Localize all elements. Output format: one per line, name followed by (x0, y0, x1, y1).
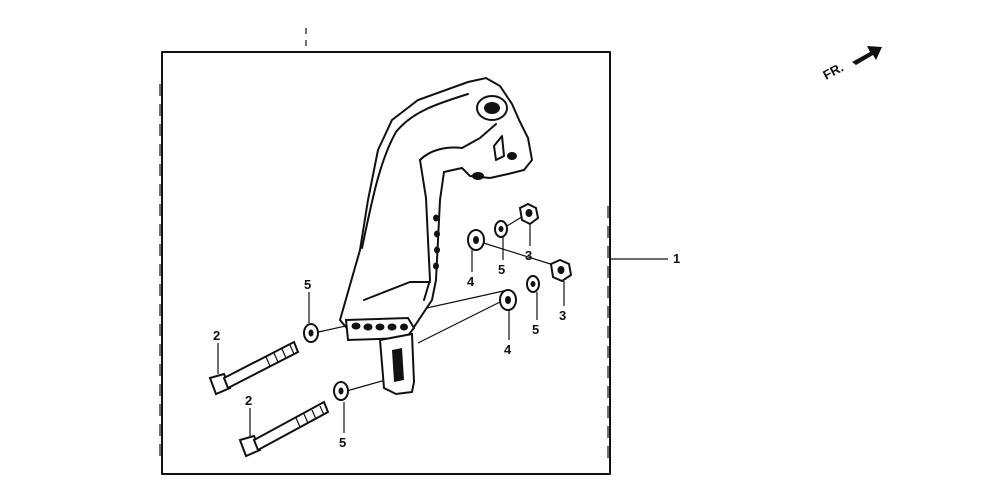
callout-4b: 4 (504, 342, 512, 357)
washer-4-lower (499, 289, 517, 311)
assembly-frame (161, 51, 611, 475)
front-direction-arrow-icon (852, 46, 882, 65)
nut-3-upper (518, 202, 540, 226)
callout-2b: 2 (245, 393, 252, 408)
washer-5-upper-right (494, 220, 508, 238)
callout-3b: 3 (559, 308, 566, 323)
callout-5c: 5 (498, 262, 505, 277)
callout-4a: 4 (467, 274, 475, 289)
washer-5-lower-right (526, 275, 540, 293)
callout-5d: 5 (532, 322, 539, 337)
washer-5-upper-left (303, 323, 319, 343)
bolt-upper (208, 340, 300, 396)
nut-3-lower (549, 258, 573, 283)
callout-5a: 5 (304, 277, 311, 292)
front-direction-label: FR. (820, 60, 846, 83)
front-direction-indicator: FR. (820, 46, 882, 83)
callout-1: 1 (673, 251, 680, 266)
bolt-lower (238, 400, 330, 458)
callout-2a: 2 (213, 328, 220, 343)
callout-5b: 5 (339, 435, 346, 450)
callout-3a: 3 (525, 248, 532, 263)
mounting-bracket (338, 76, 534, 396)
washer-4-upper (467, 229, 485, 251)
washer-5-lower-left (333, 381, 349, 401)
